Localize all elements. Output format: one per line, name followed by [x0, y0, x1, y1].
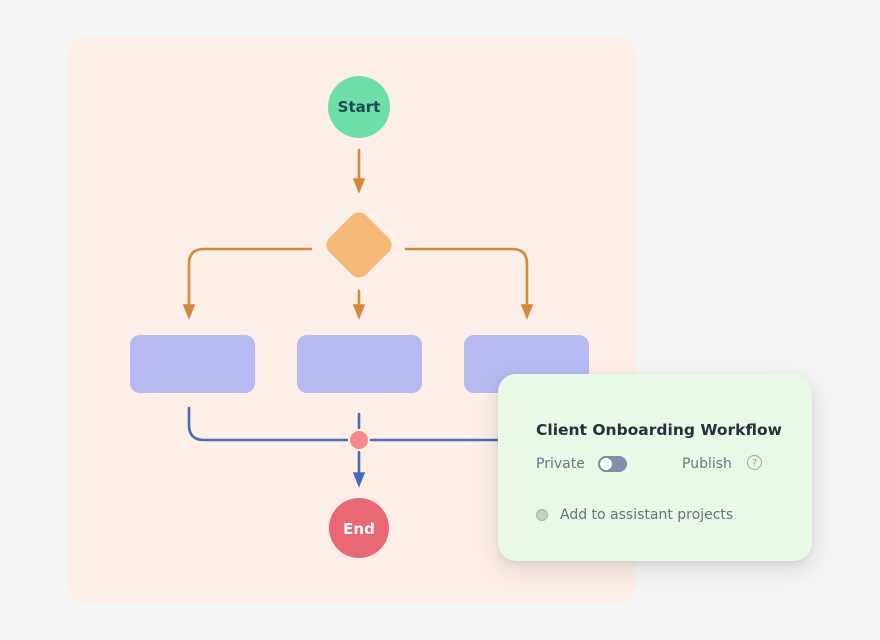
- assistant-projects-radio[interactable]: [536, 509, 548, 521]
- process-node-1[interactable]: [130, 335, 255, 393]
- workflow-settings-card: Client Onboarding Workflow Private Publi…: [498, 374, 812, 561]
- decision-node[interactable]: [322, 208, 396, 282]
- private-label: Private: [536, 456, 585, 472]
- merge-node[interactable]: [348, 429, 370, 451]
- workflow-title: Client Onboarding Workflow: [536, 421, 782, 439]
- edge-decision-process-1: [182, 247, 313, 320]
- end-node[interactable]: End: [329, 498, 389, 558]
- start-node[interactable]: Start: [328, 76, 390, 138]
- publish-label[interactable]: Publish: [682, 456, 732, 472]
- toggle-knob: [600, 458, 612, 470]
- start-node-label: Start: [338, 98, 381, 116]
- edge-decision-process-3: [404, 247, 534, 320]
- help-icon[interactable]: ?: [747, 455, 762, 470]
- process-node-2[interactable]: [297, 335, 422, 393]
- edge-process-1-merge: [187, 406, 349, 442]
- private-toggle[interactable]: [598, 456, 627, 472]
- assistant-projects-label[interactable]: Add to assistant projects: [560, 507, 734, 523]
- end-node-label: End: [343, 520, 375, 538]
